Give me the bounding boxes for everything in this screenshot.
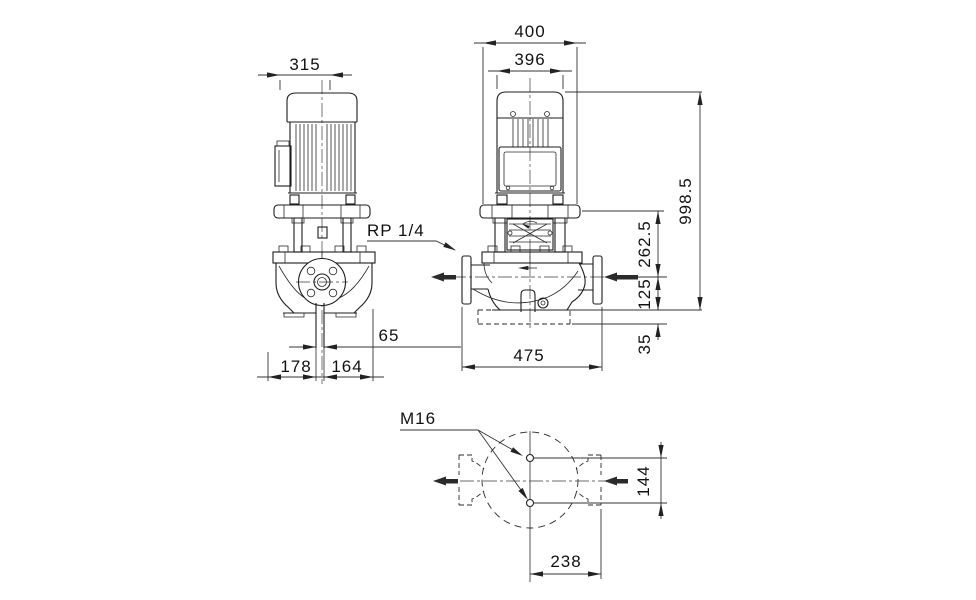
motor-fan-cover: [496, 91, 564, 119]
bolt-thread-label: M16: [400, 409, 531, 502]
side-elevation-view: 400 396 475 262.5: [431, 22, 703, 371]
lantern-coupling: [291, 217, 354, 253]
motor-base-flange: [479, 194, 581, 219]
pump-outline-circle: [481, 431, 579, 529]
dim-foot-offsets: 178 164: [257, 309, 384, 381]
port-flange-circle: [296, 257, 348, 307]
dim-text-262-5: 262.5: [635, 220, 654, 268]
motor-body: [495, 111, 565, 194]
motor-base-flange: [273, 194, 371, 219]
plan-view: M16 144 238: [400, 409, 667, 582]
dim-text-125: 125: [635, 278, 654, 309]
discharge-flow-arrow-plan: [433, 476, 458, 486]
volute-casing: [275, 263, 373, 318]
terminal-box: [498, 146, 562, 192]
lantern-coupling: [492, 217, 568, 253]
front-elevation-view: 315 65 178 164 RP 1/4: [257, 55, 461, 384]
label-text-m16: M16: [400, 409, 436, 428]
dim-port-bore: 65: [289, 326, 461, 350]
dim-total-height: 998.5: [676, 92, 703, 310]
right-port-flange-plan: [575, 454, 602, 506]
dim-bolt-offset: 238: [530, 509, 602, 579]
motor-fan-cover: [286, 92, 358, 123]
dim-text-144: 144: [634, 465, 653, 496]
dim-port-to-port: 475: [461, 307, 603, 371]
pump-flange: [481, 245, 583, 264]
dim-base-width: 400: [474, 22, 586, 204]
left-port-flange-plan: [458, 454, 485, 506]
dim-text-396: 396: [514, 50, 545, 69]
dim-text-315: 315: [289, 55, 320, 74]
suction-flow-arrow: [604, 272, 638, 282]
dim-text-35: 35: [635, 334, 654, 355]
discharge-flow-arrow: [431, 272, 456, 282]
bolt-hole-top: [525, 453, 535, 463]
label-text-rp14: RP 1/4: [367, 221, 425, 240]
bolt-hole-bottom: [525, 498, 535, 508]
priming-port-label: RP 1/4: [367, 221, 458, 253]
dim-text-400: 400: [514, 22, 545, 41]
dim-axis-to-base: 125: [635, 277, 661, 310]
motor-body: [288, 122, 357, 194]
dim-text-164: 164: [331, 357, 362, 376]
baseplate: [477, 309, 571, 325]
dim-motor-width: 315: [258, 55, 352, 90]
terminal-box: [274, 140, 292, 187]
dim-text-998-5: 998.5: [676, 177, 695, 225]
suction-port: [578, 255, 603, 305]
dim-text-178: 178: [280, 357, 311, 376]
dim-text-65: 65: [379, 326, 400, 345]
dim-text-238: 238: [550, 552, 581, 571]
discharge-port: [461, 255, 490, 305]
volute-casing: [472, 262, 586, 312]
drain-pipe: [315, 303, 325, 381]
dim-base-thickness: 35: [635, 295, 661, 354]
dim-text-475: 475: [513, 346, 544, 365]
suction-flow-arrow-plan: [604, 476, 628, 486]
dim-motor-face-width: 396: [488, 50, 572, 89]
dim-bolt-span: 144: [533, 442, 667, 519]
dim-flange-to-axis: 262.5: [635, 211, 661, 277]
